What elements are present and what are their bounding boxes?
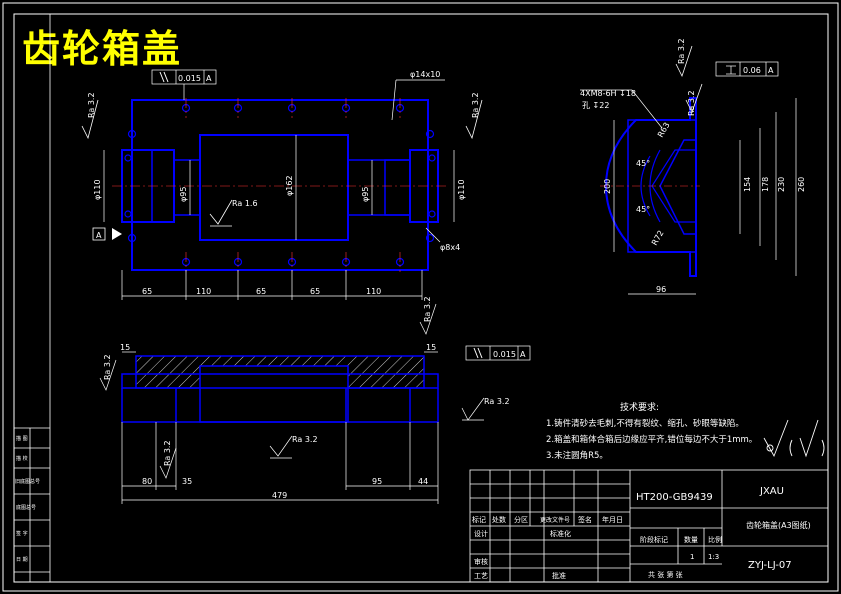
tech-item-3: 3.未注圆角R5。 bbox=[546, 450, 608, 461]
side-ra-2: Ra 3.2 bbox=[687, 90, 696, 116]
section-dim-15-left: 15 bbox=[120, 343, 130, 352]
section-overall: 479 bbox=[272, 491, 287, 500]
tb-drawing-no: ZYJ-LJ-07 bbox=[748, 560, 792, 571]
top-dim-1: 65 bbox=[142, 287, 152, 296]
section-tol-value: 0.015 bbox=[493, 350, 516, 359]
top-hole-callout: φ14x10 bbox=[410, 70, 440, 79]
top-ra-1: Ra 3.2 bbox=[87, 92, 96, 118]
top-dim-3: 65 bbox=[256, 287, 266, 296]
side-dim-230: 230 bbox=[777, 177, 786, 192]
side-dim-260: 260 bbox=[797, 177, 806, 192]
tb-h3: 分区 bbox=[514, 515, 528, 524]
tb-h1: 标记 bbox=[472, 515, 486, 524]
section-dim-44: 44 bbox=[418, 477, 428, 486]
tb-weight: 数量 bbox=[684, 535, 698, 544]
top-datum-label: A bbox=[96, 231, 102, 240]
section-view bbox=[99, 303, 531, 504]
tb-approve: 批准 bbox=[552, 571, 566, 580]
general-roughness-mark bbox=[763, 419, 825, 458]
top-dia-5: φ110 bbox=[457, 179, 466, 200]
section-ra-5: Ra 3.2 bbox=[423, 296, 432, 322]
section-dim-35: 35 bbox=[182, 477, 192, 486]
tb-scale-label: 比例 bbox=[708, 535, 722, 544]
tb-scale: 1:3 bbox=[708, 553, 719, 561]
tb-material: HT200-GB9439 bbox=[636, 492, 713, 503]
side-perp-value: 0.06 bbox=[743, 66, 761, 75]
tb-sheets: 共 张 第 张 bbox=[648, 570, 683, 579]
section-dim-95: 95 bbox=[372, 477, 382, 486]
left-strip-5: 签 字 bbox=[16, 530, 28, 537]
side-dim-bottom: 96 bbox=[656, 285, 666, 294]
top-dia-4: φ95 bbox=[361, 187, 370, 202]
side-hole-depth: 孔 ↧22 bbox=[582, 101, 609, 110]
tb-std: 标准化 bbox=[550, 529, 571, 538]
drawing-title: 齿轮箱盖 bbox=[22, 27, 183, 71]
side-dim-154: 154 bbox=[743, 177, 752, 192]
side-dim-200: 200 bbox=[603, 179, 612, 194]
tb-stage: 阶段标记 bbox=[640, 535, 668, 544]
side-angle-2: 45° bbox=[636, 205, 650, 214]
section-dim-15-right: 15 bbox=[426, 343, 436, 352]
tech-heading: 技术要求: bbox=[620, 401, 659, 413]
tb-part-name: 齿轮箱盖(A3图纸) bbox=[746, 520, 811, 530]
left-strip bbox=[14, 14, 51, 582]
tb-h6: 年月日 bbox=[602, 515, 623, 524]
tech-item-2: 2.箱盖和箱体合箱后边缘应平齐,错位每边不大于1mm。 bbox=[546, 434, 757, 445]
side-radius-2: R72 bbox=[650, 229, 666, 247]
side-dim-178: 178 bbox=[761, 177, 770, 192]
tb-qty: 1 bbox=[690, 553, 694, 561]
top-view bbox=[81, 69, 483, 300]
title-block bbox=[469, 469, 829, 583]
section-dim-80: 80 bbox=[142, 477, 152, 486]
left-strip-6: 日 期 bbox=[16, 557, 28, 563]
top-ra-2: Ra 3.2 bbox=[471, 92, 480, 118]
left-strip-1: 描 图 bbox=[16, 435, 28, 442]
left-strip-2: 描 校 bbox=[16, 455, 28, 462]
top-dim-4: 65 bbox=[310, 287, 320, 296]
tb-h4: 更改文件号 bbox=[540, 516, 570, 524]
section-tol-datum: A bbox=[520, 350, 526, 359]
section-ra-1: Ra 3.2 bbox=[103, 354, 112, 380]
side-perp-datum: A bbox=[768, 66, 774, 75]
tb-process: 工艺 bbox=[474, 572, 488, 580]
side-view bbox=[580, 45, 797, 295]
top-dia-1: φ110 bbox=[93, 179, 102, 200]
top-small-hole-callout: φ8x4 bbox=[440, 243, 460, 252]
tb-h2: 处数 bbox=[492, 515, 506, 524]
tb-school: JXAU bbox=[759, 486, 784, 497]
tb-design: 设计 bbox=[474, 529, 488, 538]
inner-border bbox=[13, 13, 829, 583]
tb-h5: 签名 bbox=[578, 515, 592, 524]
side-thread-callout: 4XM8-6H ↧18 bbox=[580, 89, 636, 98]
tech-item-1: 1.铸件清砂去毛刺,不得有裂纹、缩孔、砂眼等缺陷。 bbox=[546, 418, 744, 429]
side-ra-1: Ra 3.2 bbox=[677, 38, 686, 64]
top-dia-2: φ95 bbox=[179, 187, 188, 202]
top-dia-3: φ162 bbox=[285, 175, 294, 196]
side-angle-1: 45° bbox=[636, 159, 650, 168]
section-ra-4: Ra 3.2 bbox=[163, 440, 172, 466]
section-ra-2: Ra 3.2 bbox=[484, 397, 510, 406]
top-dim-2: 110 bbox=[196, 287, 211, 296]
left-strip-3: 旧底图总号 bbox=[15, 478, 40, 485]
top-dim-5: 110 bbox=[366, 287, 381, 296]
top-ra-3: Ra 1.6 bbox=[232, 199, 258, 208]
tb-review: 审核 bbox=[474, 557, 488, 566]
top-flatness-datum: A bbox=[206, 74, 212, 83]
top-flatness-value: 0.015 bbox=[178, 74, 201, 83]
section-ra-3: Ra 3.2 bbox=[292, 435, 318, 444]
left-strip-4: 底图总号 bbox=[16, 504, 36, 511]
